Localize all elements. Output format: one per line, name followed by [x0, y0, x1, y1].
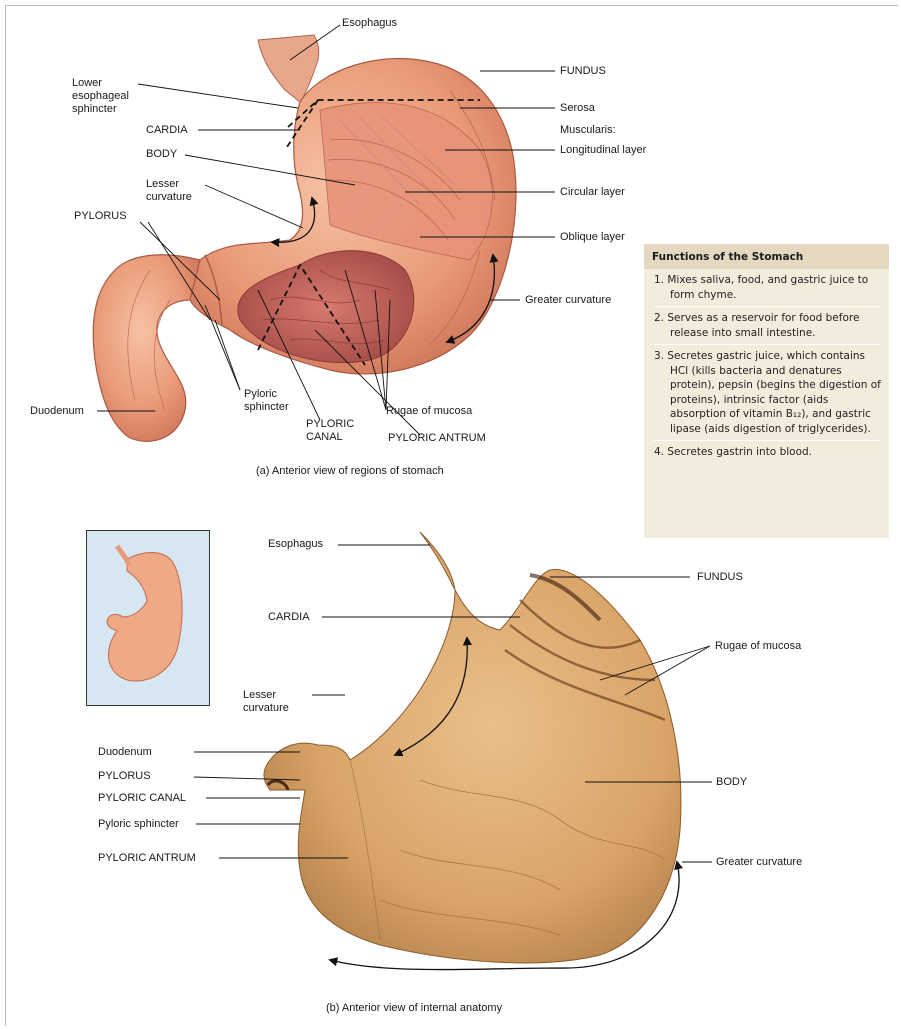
label-a-body: BODY [146, 148, 177, 161]
item-number: 1. [654, 274, 664, 286]
label-a-greater-curvature: Greater curvature [525, 294, 611, 307]
label-a-muscularis: Muscularis: [560, 124, 616, 137]
label-a-serosa: Serosa [560, 102, 595, 115]
label-a-duodenum: Duodenum [30, 405, 84, 418]
label-b-body: BODY [716, 776, 747, 789]
caption-b: (b) Anterior view of internal anatomy [326, 1002, 502, 1014]
item-text: Secretes gastrin into blood. [667, 446, 812, 458]
stomach-orientation-inset [86, 530, 210, 706]
label-a-cardia: CARDIA [146, 124, 188, 137]
label-b-pylorus: PYLORUS [98, 770, 151, 783]
label-b-greater-curvature: Greater curvature [716, 856, 802, 869]
stomach-thumbnail-icon [87, 531, 209, 705]
label-b-pyloric-sphincter: Pyloric sphincter [98, 818, 179, 831]
list-item: 1. Mixes saliva, food, and gastric juice… [654, 269, 881, 307]
stomach-b-drawing [264, 532, 681, 970]
list-item: 3. Secretes gastric juice, which contain… [654, 345, 881, 441]
label-b-duodenum: Duodenum [98, 746, 152, 759]
item-number: 3. [654, 350, 664, 362]
sidebar-title: Functions of the Stomach [644, 244, 889, 269]
label-a-lower-esophageal-sphincter: Lower esophageal sphincter [72, 77, 142, 116]
label-a-rugae-of-mucosa: Rugae of mucosa [386, 405, 472, 418]
label-a-pyloric-sphincter: Pyloric sphincter [244, 388, 304, 414]
item-number: 2. [654, 312, 664, 324]
label-b-cardia: CARDIA [268, 611, 310, 624]
label-a-esophagus: Esophagus [342, 17, 397, 30]
label-a-pylorus: PYLORUS [74, 210, 127, 223]
label-a-longitudinal-layer: Longitudinal layer [560, 144, 646, 157]
label-b-pyloric-canal: PYLORIC CANAL [98, 792, 186, 805]
label-b-fundus: FUNDUS [697, 571, 743, 584]
list-item: 4. Secretes gastrin into blood. [654, 441, 881, 464]
list-item: 2. Serves as a reservoir for food before… [654, 307, 881, 345]
item-text: Secretes gastric juice, which contains H… [667, 350, 880, 435]
item-number: 4. [654, 446, 664, 458]
item-text: Mixes saliva, food, and gastric juice to… [667, 274, 868, 301]
label-b-rugae-of-mucosa: Rugae of mucosa [715, 640, 801, 653]
item-text: Serves as a reservoir for food before re… [667, 312, 859, 339]
label-a-pyloric-antrum: PYLORIC ANTRUM [388, 432, 486, 445]
caption-a: (a) Anterior view of regions of stomach [256, 465, 444, 477]
label-b-lesser-curvature: Lesser curvature [243, 689, 313, 715]
label-a-oblique-layer: Oblique layer [560, 231, 625, 244]
functions-sidebar: Functions of the Stomach 1. Mixes saliva… [644, 244, 889, 538]
label-a-lesser-curvature: Lesser curvature [146, 178, 206, 204]
label-a-fundus: FUNDUS [560, 65, 606, 78]
label-a-circular-layer: Circular layer [560, 186, 625, 199]
label-b-pyloric-antrum: PYLORIC ANTRUM [98, 852, 196, 865]
label-a-pyloric-canal: PYLORIC CANAL [306, 418, 366, 444]
functions-list: 1. Mixes saliva, food, and gastric juice… [644, 269, 889, 464]
label-b-esophagus: Esophagus [268, 538, 323, 551]
